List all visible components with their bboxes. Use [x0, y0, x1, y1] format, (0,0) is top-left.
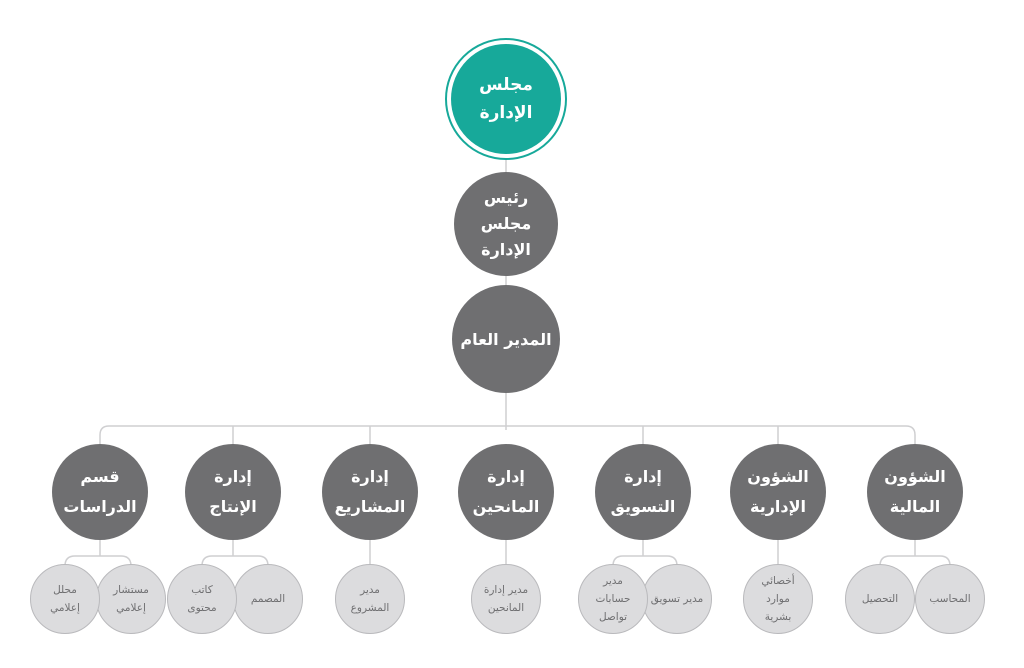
node-content-writer: كاتب محتوى [167, 564, 237, 634]
node-media-analyst: محلل إعلامي [30, 564, 100, 634]
dept-label: إدارة المانحين [472, 467, 540, 516]
node-chairman-label: رئيس مجلس الإدارة [480, 188, 532, 259]
sub-label: مدير إدارة المانحين [483, 584, 529, 614]
node-collection: التحصيل [845, 564, 915, 634]
node-dept-marketing: إدارة التسويق [595, 444, 691, 540]
sub-label: أخصائي موارد بشرية [761, 575, 795, 623]
node-general-manager-label: المدير العام [460, 329, 552, 349]
dept-label: الشؤون المالية [884, 467, 946, 516]
node-marketing-manager: مدير تسويق [642, 564, 712, 634]
node-general-manager: المدير العام [452, 285, 560, 393]
node-dept-projects: إدارة المشاريع [322, 444, 418, 540]
node-accountant: المحاسب [915, 564, 985, 634]
dept-label: إدارة المشاريع [334, 467, 406, 516]
node-chairman: رئيس مجلس الإدارة [454, 172, 558, 276]
node-hr-specialist: أخصائي موارد بشرية [743, 564, 813, 634]
sub-label: كاتب محتوى [187, 584, 217, 614]
node-board-label: مجلس الإدارة [479, 75, 533, 123]
sub-label: المصمم [250, 593, 286, 605]
dept-label: الشؤون الإدارية [747, 467, 809, 516]
node-board: مجلس الإدارة [451, 44, 561, 154]
dept-label: إدارة الإنتاج [209, 467, 257, 516]
sub-label: مدير المشروع [350, 584, 390, 614]
sub-label: مدير تسويق [650, 593, 704, 605]
sub-label: مستشار إعلامي [113, 584, 149, 614]
dept-label: قسم الدراسات [63, 467, 137, 516]
sub-label: التحصيل [861, 593, 899, 605]
node-project-manager: مدير المشروع [335, 564, 405, 634]
dept-label: إدارة التسويق [610, 467, 676, 516]
sub-label: مدير حسابات تواصل [595, 575, 631, 623]
node-dept-studies: قسم الدراسات [52, 444, 148, 540]
node-dept-donors: إدارة المانحين [458, 444, 554, 540]
sub-label: محلل إعلامي [50, 584, 80, 614]
node-donor-manager: مدير إدارة المانحين [471, 564, 541, 634]
node-dept-production: إدارة الإنتاج [185, 444, 281, 540]
node-dept-admin: الشؤون الإدارية [730, 444, 826, 540]
node-designer: المصمم [233, 564, 303, 634]
node-dept-finance: الشؤون المالية [867, 444, 963, 540]
sub-label: المحاسب [929, 593, 971, 605]
node-media-consultant: مستشار إعلامي [96, 564, 166, 634]
node-social-accounts-manager: مدير حسابات تواصل [578, 564, 648, 634]
